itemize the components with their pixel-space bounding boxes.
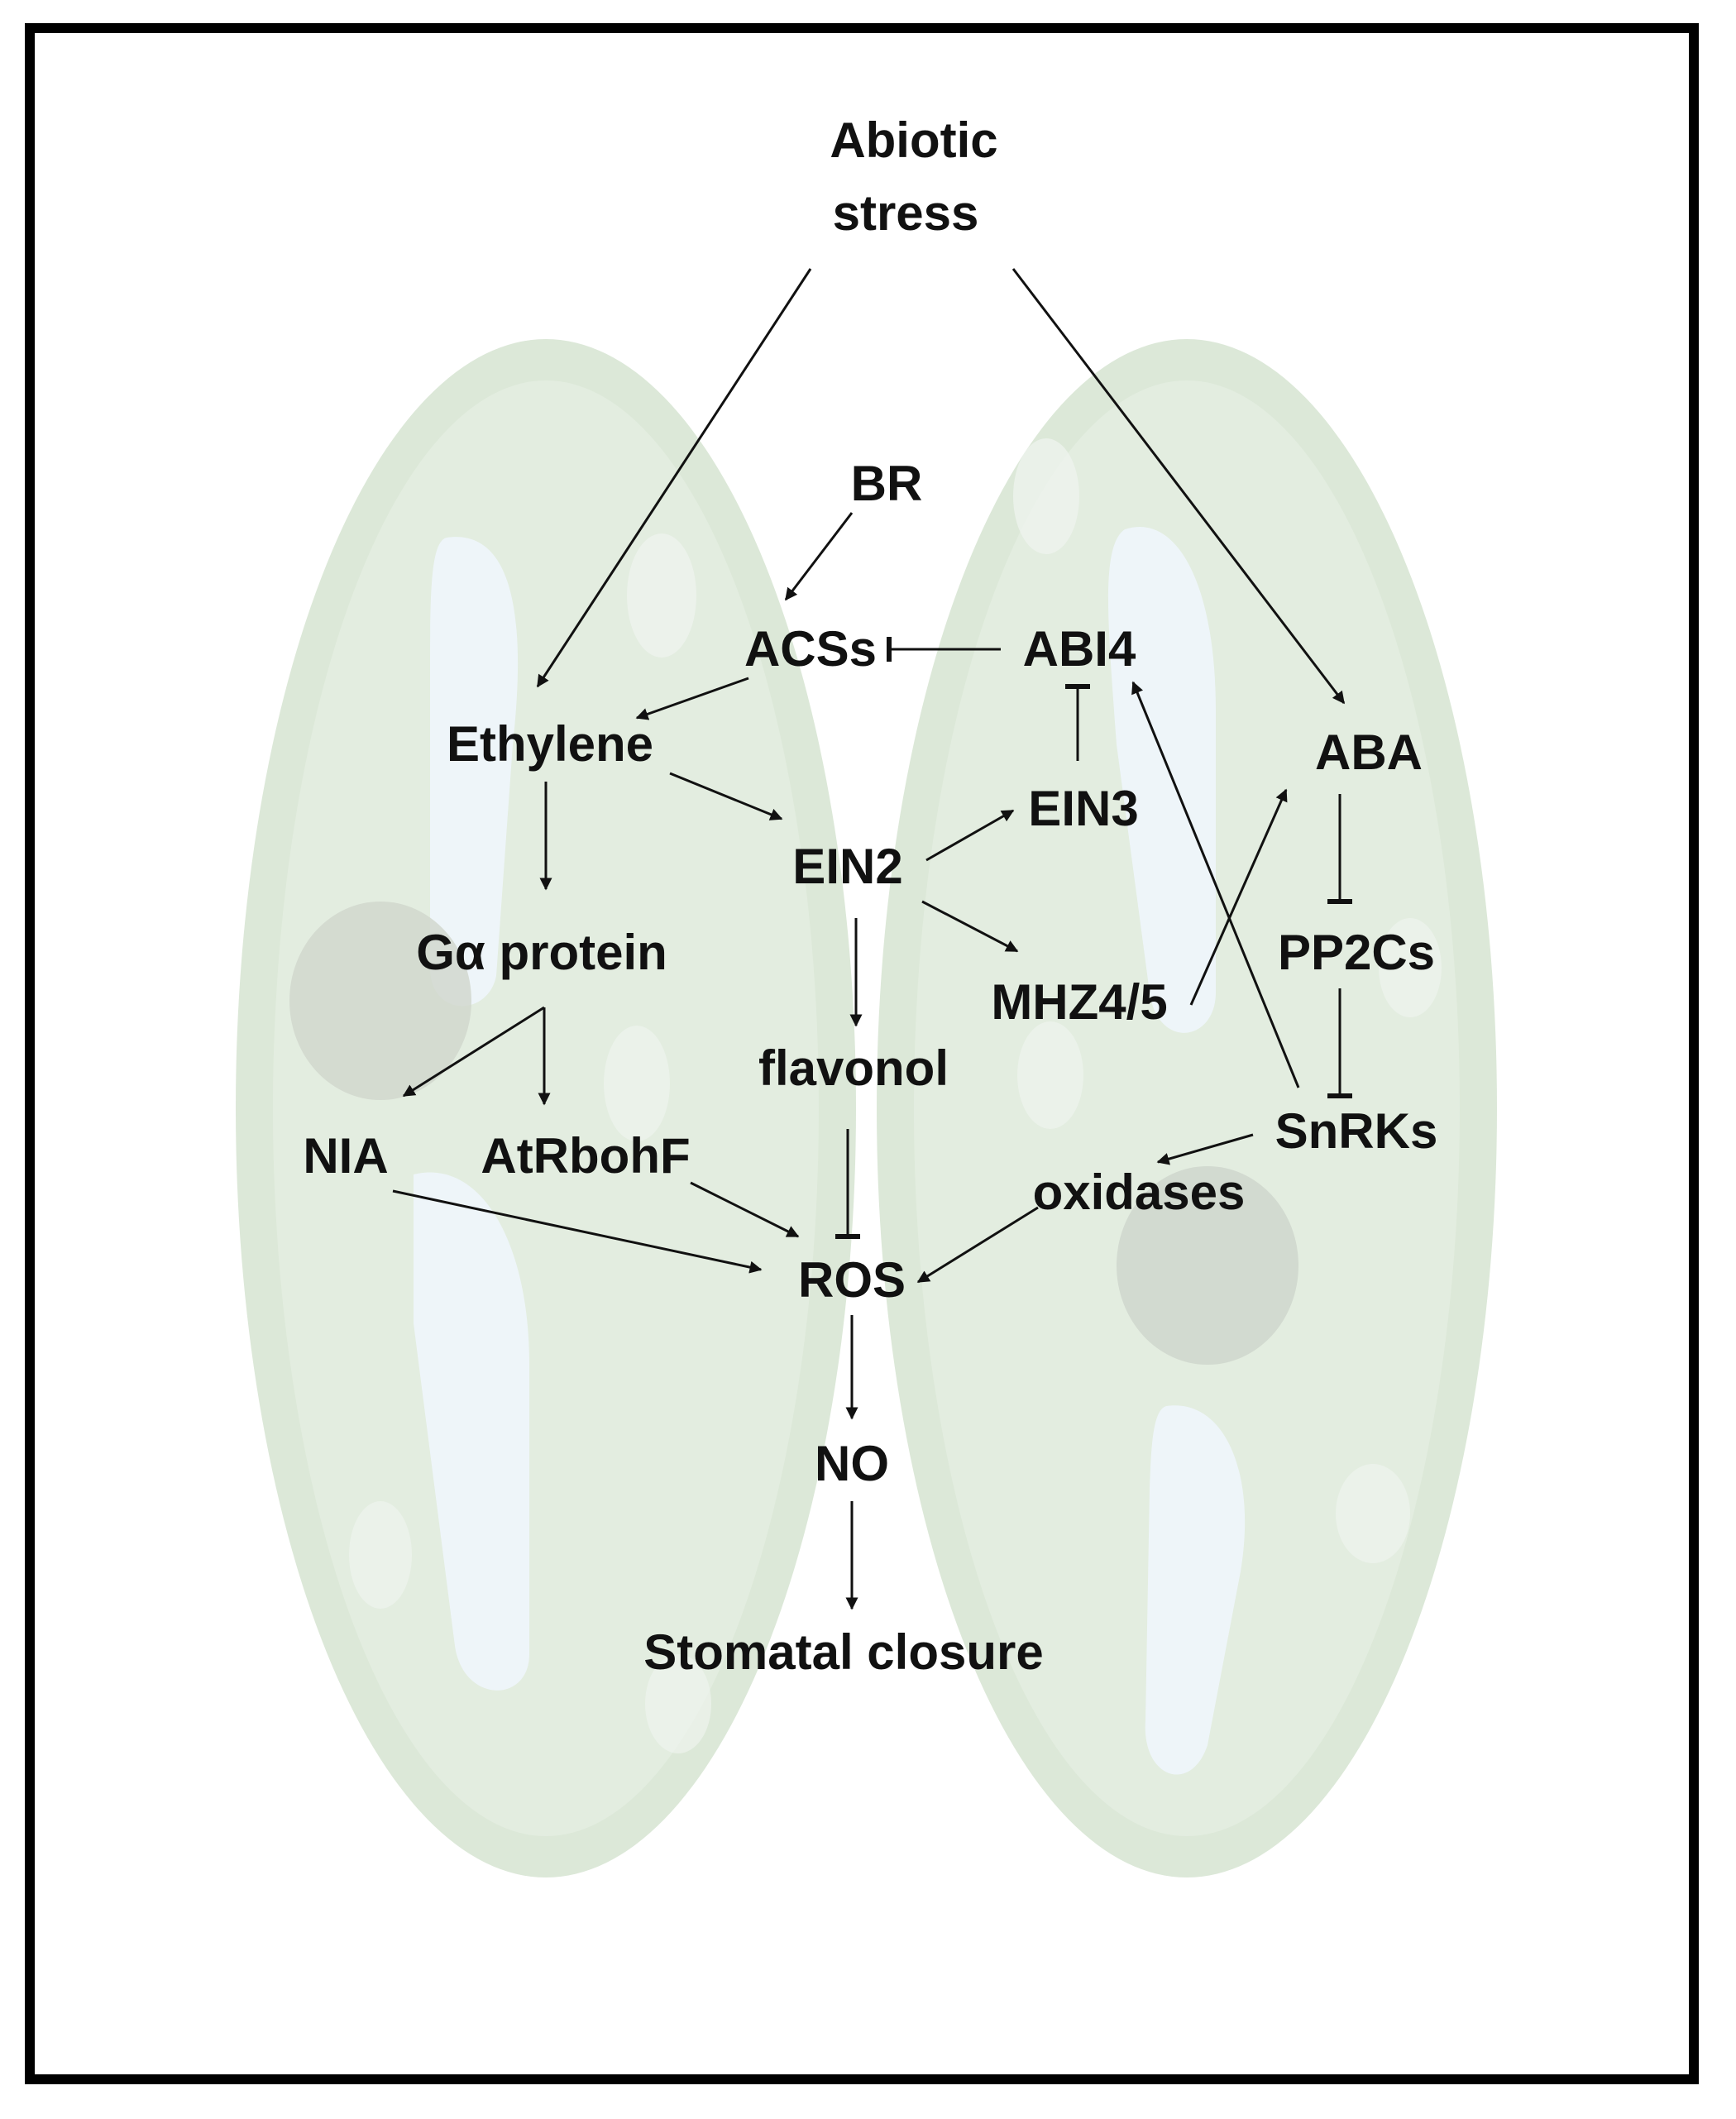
edge-snrks-to-abi4 bbox=[1131, 681, 1300, 1088]
edge-ethylene-to-ein2 bbox=[669, 772, 783, 820]
node-atrbohf: AtRbohF bbox=[481, 1128, 690, 1184]
guard-cells-illustration bbox=[236, 339, 1497, 1877]
node-ethylene: Ethylene bbox=[447, 716, 653, 772]
edge-br-to-acss bbox=[784, 512, 854, 601]
node-nia: NIA bbox=[303, 1128, 388, 1184]
left-guard-cell bbox=[236, 339, 856, 1877]
node-stomatal-closure: Stomatal closure bbox=[643, 1624, 1044, 1680]
edge-acss-to-ethylene bbox=[635, 677, 749, 720]
edge-galpha-to-nia bbox=[402, 1006, 545, 1098]
edge-abiotic-to-ethylene bbox=[536, 268, 812, 688]
edge-oxidases-to-ros bbox=[916, 1206, 1039, 1284]
node-aba: ABA bbox=[1315, 725, 1423, 780]
right-guard-cell bbox=[877, 339, 1497, 1877]
edge-mhz45-to-aba bbox=[1189, 788, 1288, 1006]
edge-ein2-to-mhz45 bbox=[921, 900, 1019, 953]
node-abi4: ABI4 bbox=[1023, 621, 1136, 677]
node-snrks: SnRKs bbox=[1275, 1103, 1438, 1159]
node-pp2cs: PP2Cs bbox=[1278, 925, 1435, 980]
node-flavonol: flavonol bbox=[758, 1040, 949, 1096]
node-no: NO bbox=[815, 1436, 889, 1491]
edge-snrks-to-oxidases bbox=[1156, 1133, 1254, 1165]
edge-abiotic-to-aba bbox=[1011, 268, 1346, 705]
node-ein2: EIN2 bbox=[792, 839, 902, 894]
node-abiotic-stress-line1: Abiotic bbox=[830, 112, 997, 168]
edge-nia-to-ros bbox=[392, 1189, 763, 1274]
node-ros: ROS bbox=[798, 1252, 906, 1308]
edge-atrbohf-to-ros bbox=[690, 1181, 800, 1238]
pathway-nodes: Abiotic stress BR ACSs ABI4 Ethylene ABA… bbox=[303, 112, 1437, 1680]
node-oxidases: oxidases bbox=[1033, 1165, 1246, 1220]
node-abiotic-stress-line2: stress bbox=[833, 185, 979, 241]
node-br: BR bbox=[851, 456, 923, 511]
node-ein3: EIN3 bbox=[1028, 781, 1138, 836]
node-acss: ACSs bbox=[744, 621, 877, 677]
node-mhz45: MHZ4/5 bbox=[991, 974, 1167, 1030]
node-galpha-protein: Gα protein bbox=[416, 925, 667, 980]
pathway-edges bbox=[392, 268, 1352, 1610]
edge-ein2-to-ein3 bbox=[925, 809, 1015, 862]
